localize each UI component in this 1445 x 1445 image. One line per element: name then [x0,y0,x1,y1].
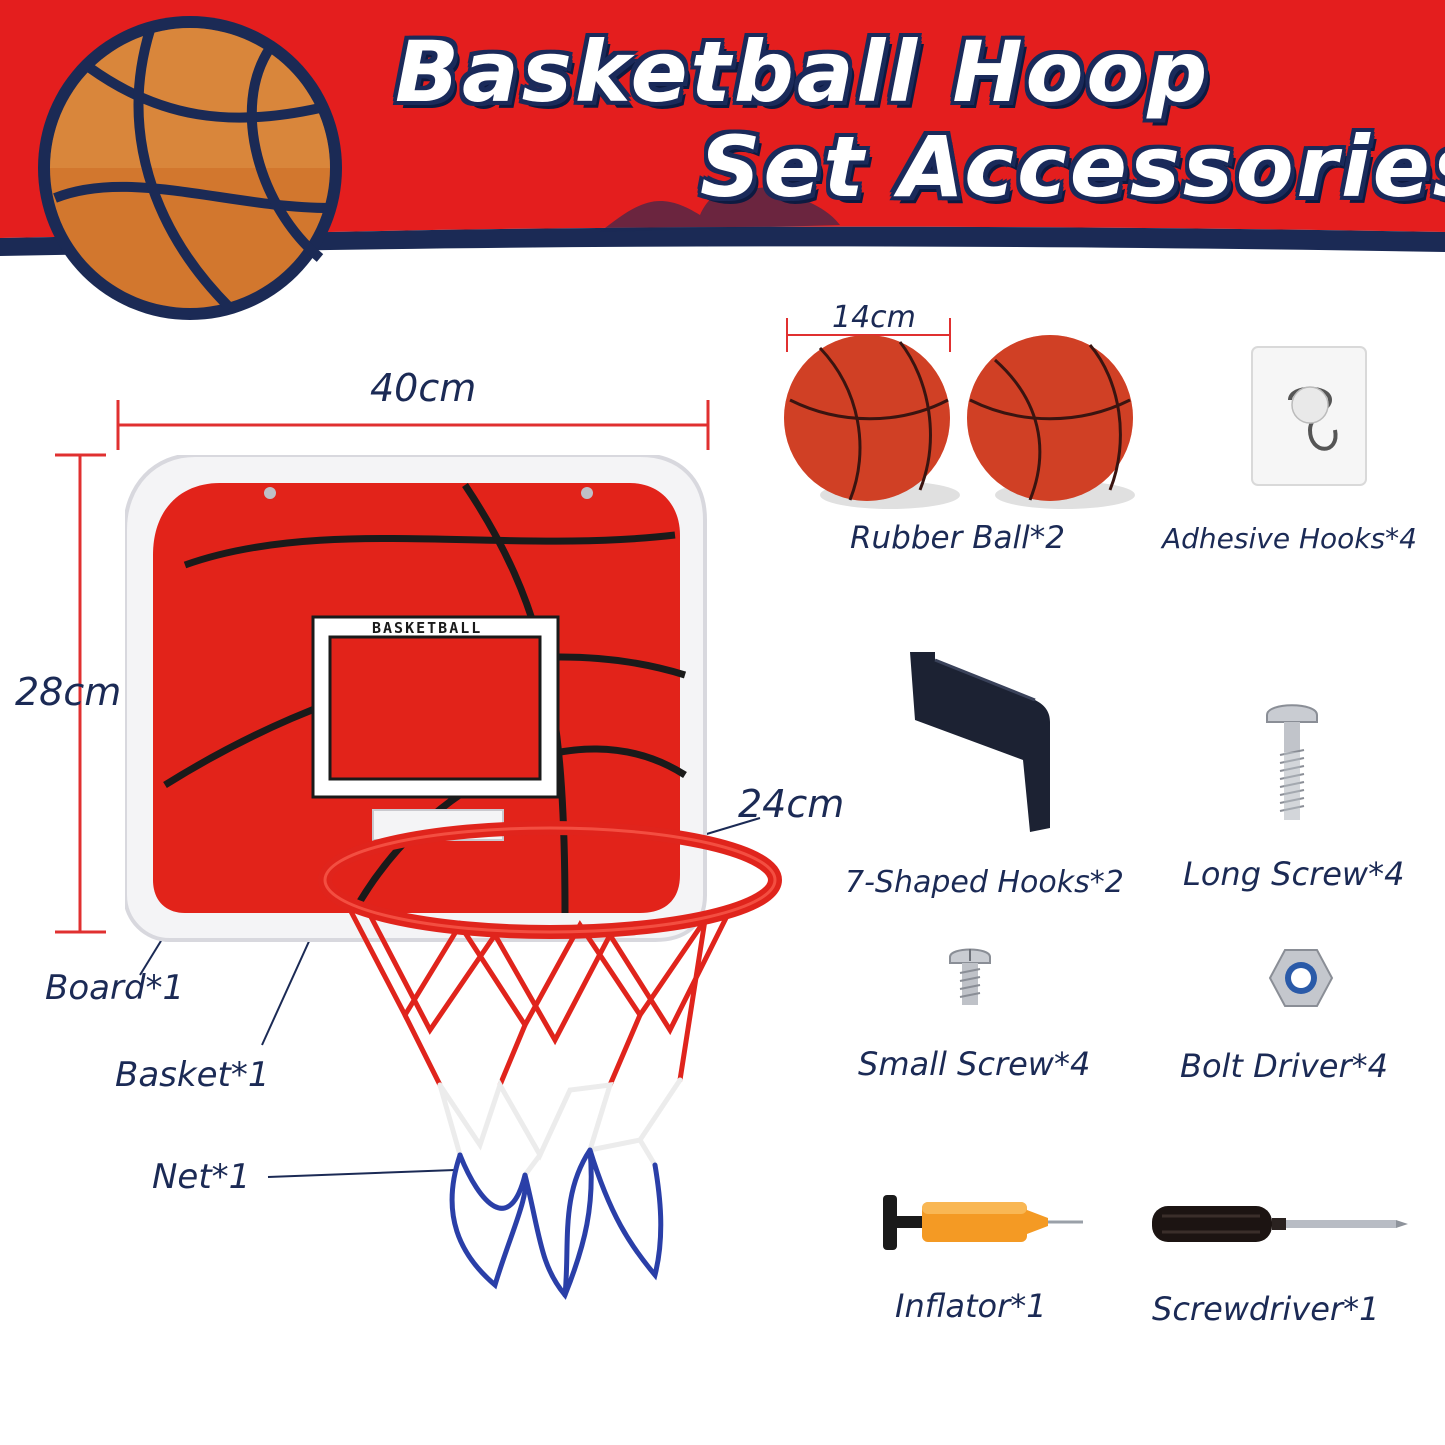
basket-label: Basket*1 [115,1055,270,1095]
rim-dimension-label: 24cm [738,782,845,826]
long-screw-label: Long Screw*4 [1183,855,1405,893]
small-screw-label: Small Screw*4 [858,1045,1091,1083]
backboard [125,455,707,942]
rubber-ball-label: Rubber Ball*2 [850,520,1065,556]
inflator-label: Inflator*1 [895,1287,1047,1325]
small-screw-icon [949,948,991,1005]
adhesive-hooks-label: Adhesive Hooks*4 [1162,522,1417,555]
ball-dimension-label: 14cm [832,300,916,335]
screwdriver-icon [1152,1206,1408,1242]
board-print-text: BASKETBALL [372,619,483,637]
title-line-1: Basketball Hoop [395,23,1211,121]
header-banner [0,0,1445,256]
inflator-icon [883,1195,1083,1250]
adhesive-hook-icon [1251,346,1367,486]
nut-icon [1268,949,1334,1007]
board-label: Board*1 [45,968,185,1008]
basketball-logo-icon [38,16,342,320]
seven-shaped-hooks-label: 7-Shaped Hooks*2 [845,865,1124,900]
rubber-balls [784,335,1135,509]
screwdriver-label: Screwdriver*1 [1152,1290,1380,1328]
bolt-driver-label: Bolt Driver*4 [1180,1047,1388,1085]
title-line-2: Set Accessories [700,118,1445,216]
long-screw-icon [1266,704,1318,820]
width-dimension-label: 40cm [370,366,477,410]
seven-shaped-hook-icon [910,652,1050,832]
net-label: Net*1 [152,1157,251,1197]
basket-rim-and-net [318,821,782,1300]
height-dimension-label: 28cm [15,670,122,714]
